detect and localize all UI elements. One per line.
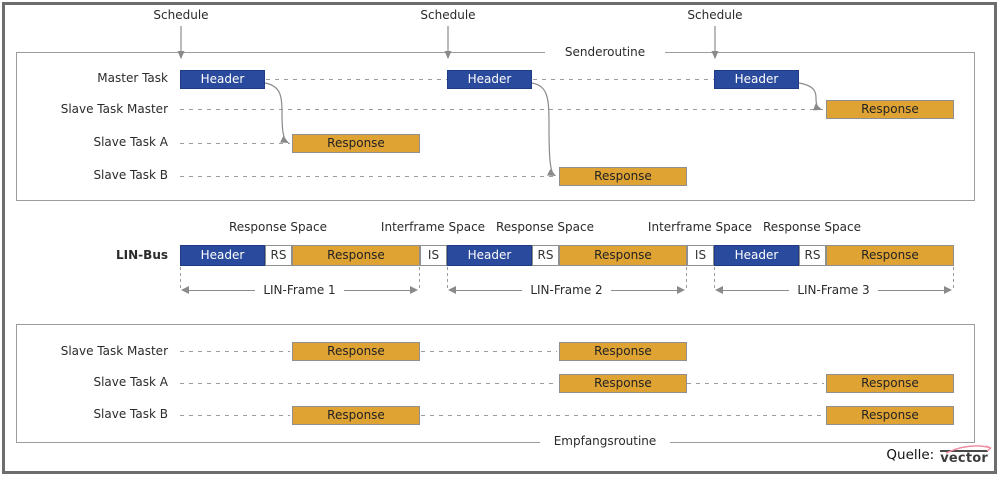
lin-frame-span: LIN-Frame 3 [715, 283, 952, 297]
bus-segment-rs: RS [799, 245, 826, 266]
arrowhead-left-icon [181, 286, 189, 294]
dashed-idle-line [421, 351, 557, 352]
space-label: Response Space [228, 220, 327, 234]
frame-boundary-tick [686, 267, 687, 288]
dashed-idle-line [687, 383, 824, 384]
lin-frame-label: LIN-Frame 3 [797, 283, 870, 297]
response-box: Response [292, 406, 420, 425]
vector-logo-text: vector [940, 451, 988, 466]
arrowhead-left-icon [715, 286, 723, 294]
dashed-idle-line [180, 143, 290, 144]
row-label-slave-task-master: Slave Task Master [60, 102, 168, 116]
lin-frame-span: LIN-Frame 1 [181, 283, 418, 297]
bus-segment-rs: RS [265, 245, 292, 266]
response-box: Response [826, 100, 954, 119]
receiver-routine-box [16, 324, 975, 443]
dashed-idle-line [180, 176, 557, 177]
row-label-slave-task-b: Slave Task B [93, 168, 168, 182]
space-label: Interframe Space [647, 220, 753, 234]
dashed-idle-line [180, 351, 290, 352]
vector-swoosh-icon [945, 445, 992, 454]
lin-frame-label: LIN-Frame 2 [530, 283, 603, 297]
row-label-slave-task-a: Slave Task A [93, 135, 168, 149]
lin-bus-label: LIN-Bus [116, 248, 168, 262]
frame-boundary-tick [714, 267, 715, 288]
space-label: Interframe Space [380, 220, 486, 234]
header-box: Header [447, 70, 532, 89]
response-box: Response [292, 134, 420, 153]
bus-segment-is: IS [687, 245, 714, 266]
bus-segment-response: Response [826, 245, 954, 266]
arrowhead-right-icon [410, 286, 418, 294]
arrowhead-left-icon [448, 286, 456, 294]
header-box: Header [714, 70, 799, 89]
frame-boundary-tick [180, 267, 181, 288]
lin-frame-label: LIN-Frame 1 [263, 283, 336, 297]
source-attribution: Quelle: vector [886, 445, 992, 466]
arrowhead-right-icon [944, 286, 952, 294]
schedule-label: Schedule [153, 8, 209, 22]
source-label: Quelle: [886, 447, 935, 463]
response-box: Response [826, 406, 954, 425]
lin-bus-bar: Header RS Response IS Header RS Response… [180, 245, 954, 266]
frame-boundary-tick [953, 267, 954, 288]
bus-segment-header: Header [180, 245, 265, 266]
schedule-label: Schedule [687, 8, 743, 22]
bus-segment-is: IS [420, 245, 447, 266]
dashed-idle-line [533, 79, 714, 80]
frame-boundary-tick [419, 267, 420, 288]
bus-segment-rs: RS [532, 245, 559, 266]
space-label: Response Space [762, 220, 861, 234]
dashed-idle-line [180, 383, 557, 384]
row-label-slave-task-a: Slave Task A [93, 375, 168, 389]
dashed-idle-line [180, 415, 290, 416]
sender-routine-label: Senderoutine [545, 45, 665, 60]
receiver-routine-label: Empfangsroutine [540, 434, 670, 449]
vector-logo: vector [940, 445, 992, 466]
bus-segment-response: Response [292, 245, 420, 266]
dashed-idle-line [180, 109, 824, 110]
bus-segment-header: Header [714, 245, 799, 266]
response-box: Response [826, 374, 954, 393]
response-box: Response [559, 374, 687, 393]
space-label: Response Space [495, 220, 594, 234]
frame-boundary-tick [447, 267, 448, 288]
row-label-slave-task-master: Slave Task Master [60, 344, 168, 358]
response-box: Response [292, 342, 420, 361]
response-box: Response [559, 342, 687, 361]
row-label-master-task: Master Task [97, 71, 168, 85]
sender-routine-box [16, 52, 975, 201]
dashed-idle-line [421, 415, 824, 416]
schedule-label: Schedule [420, 8, 476, 22]
header-box: Header [180, 70, 265, 89]
response-box: Response [559, 167, 687, 186]
lin-frame-span: LIN-Frame 2 [448, 283, 685, 297]
bus-segment-header: Header [447, 245, 532, 266]
dashed-idle-line [266, 79, 447, 80]
row-label-slave-task-b: Slave Task B [93, 407, 168, 421]
arrowhead-right-icon [677, 286, 685, 294]
bus-segment-response: Response [559, 245, 687, 266]
